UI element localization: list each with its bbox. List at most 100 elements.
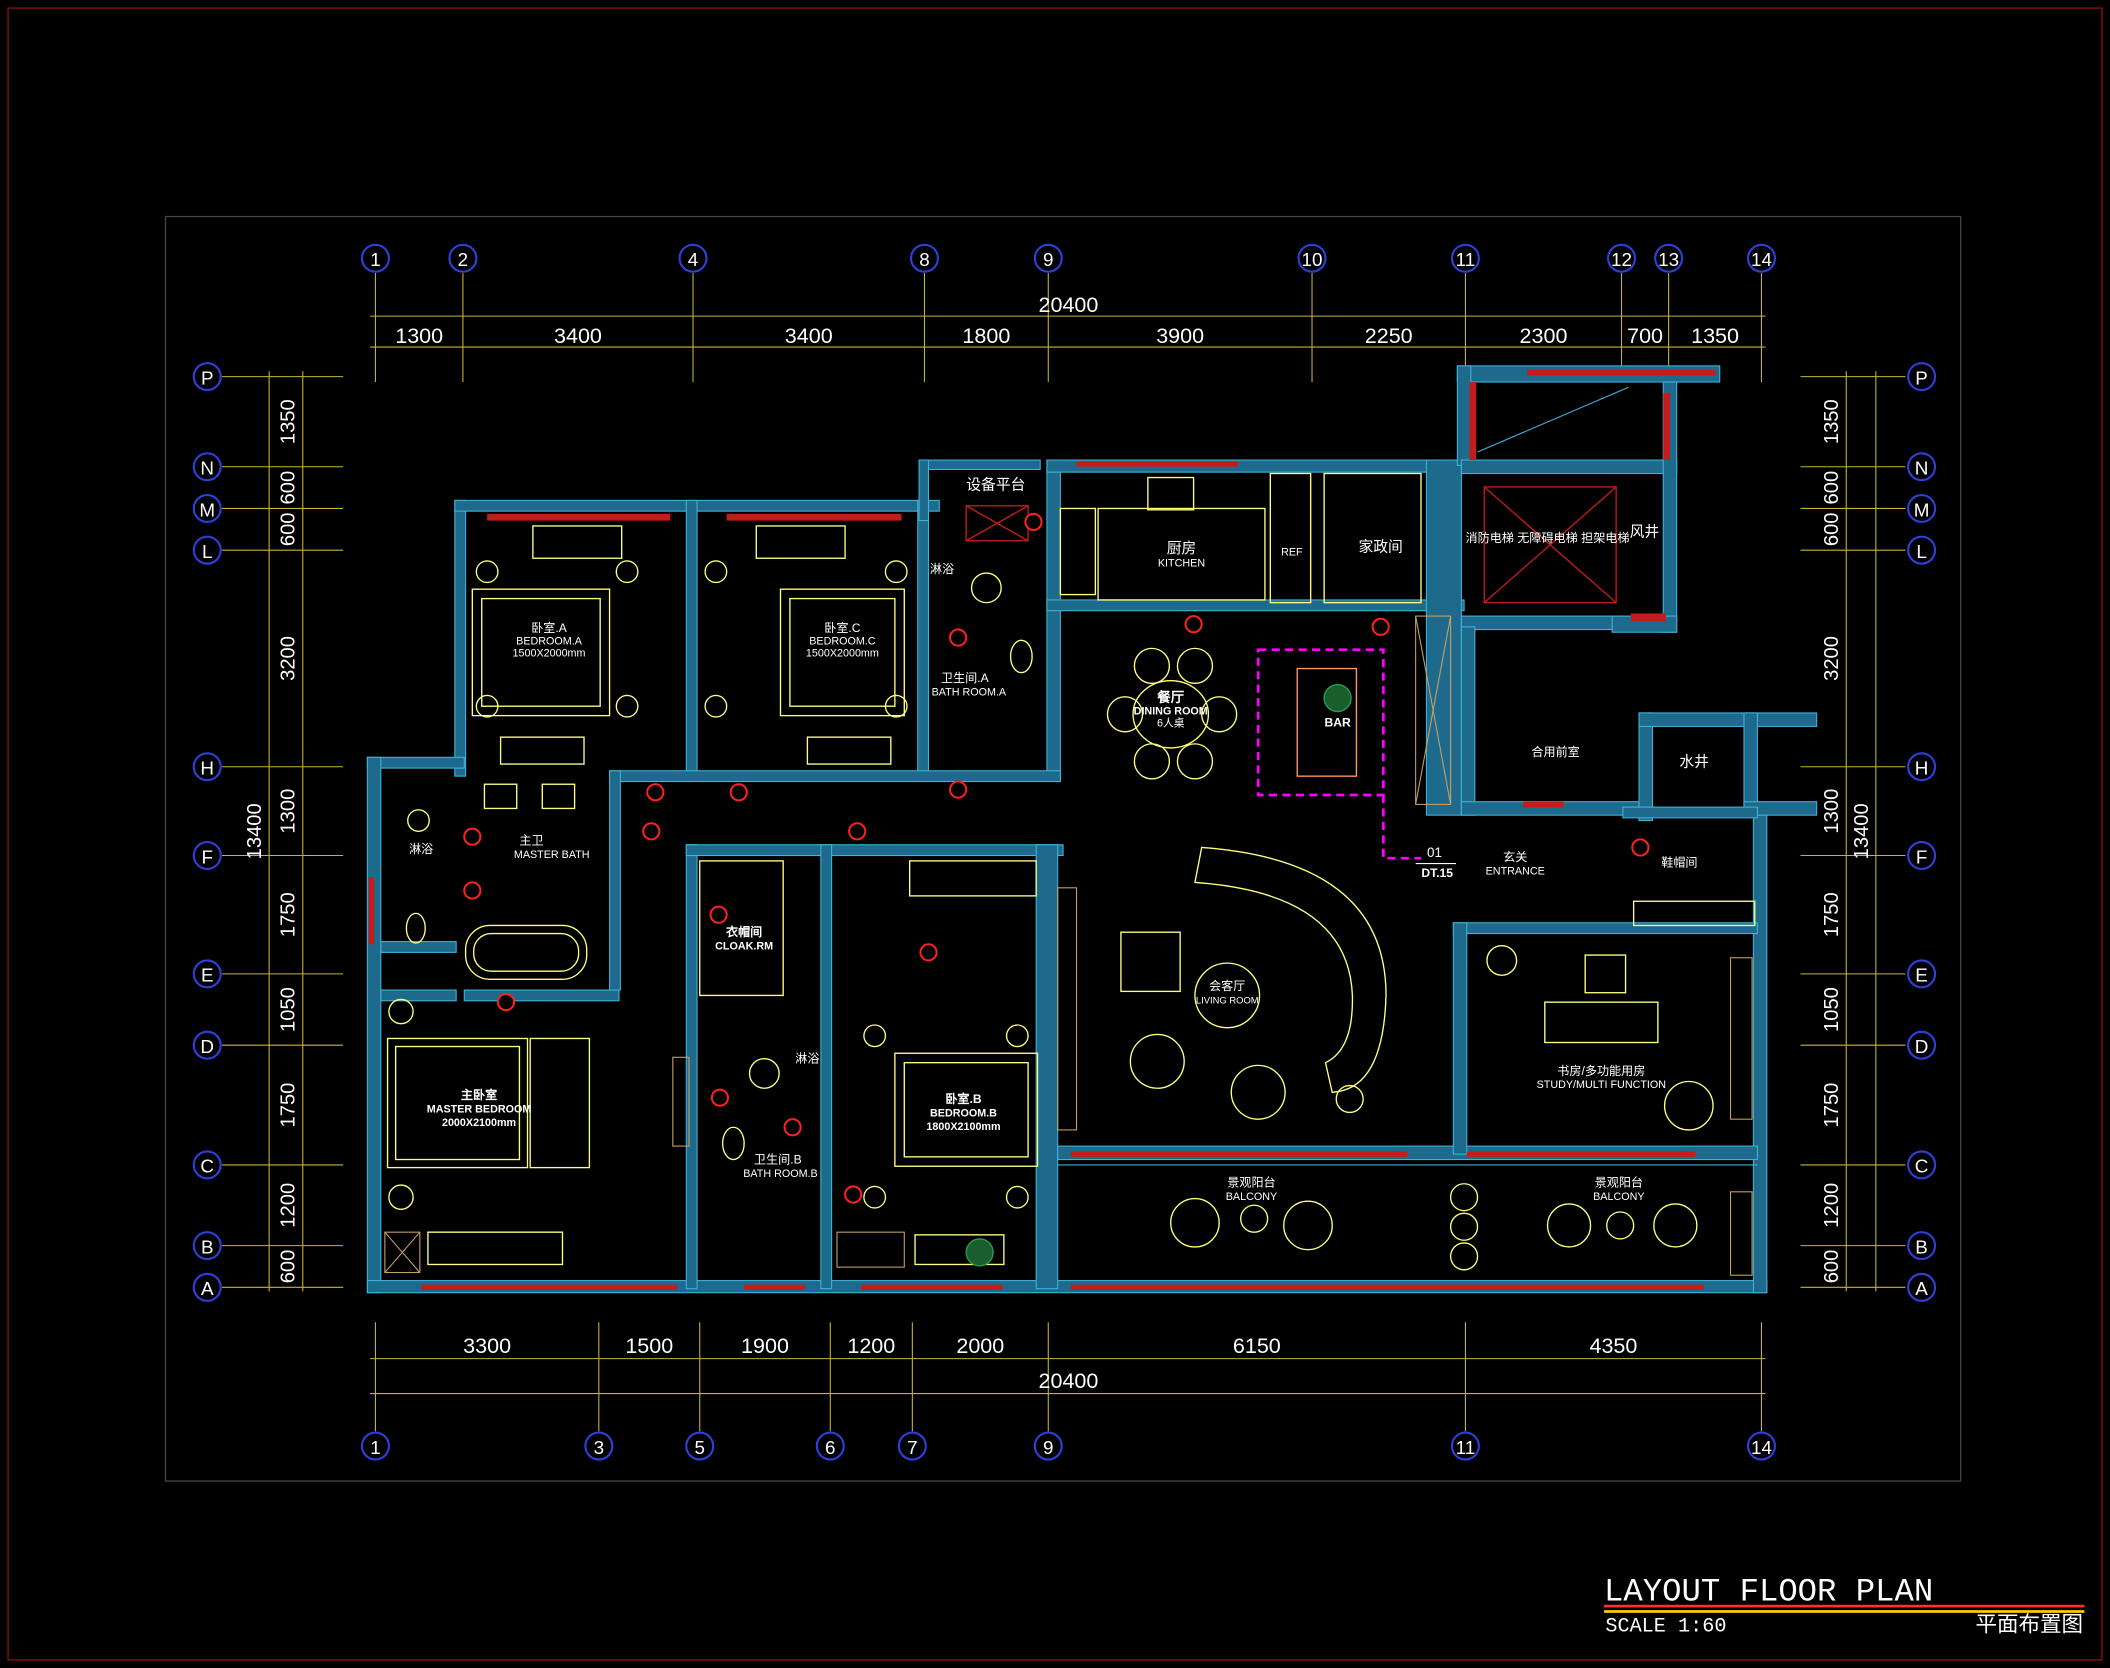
- row-axis-left-H-bubble: [192, 752, 222, 782]
- room-bathB-en: BATH ROOM.B: [743, 1168, 817, 1180]
- row-axis-right-C-label: C: [1915, 1156, 1929, 1177]
- bottom-axis-7-label: 7: [907, 1437, 917, 1458]
- room-lobby-cn: 合用前室: [1531, 744, 1579, 759]
- bottom-axis-9-label: 9: [1043, 1437, 1053, 1458]
- bottom-dim-0: 3300: [463, 1334, 511, 1358]
- section-tag-1: [1371, 617, 1390, 636]
- bottom-axis-11-bubble: [1450, 1431, 1480, 1461]
- room-bedC-cn: 卧室.C: [824, 620, 861, 635]
- right-dim-6: 1050: [1821, 987, 1843, 1032]
- room-masterbed-size: 2000X2100mm: [442, 1117, 516, 1129]
- room-equipment-cn: 设备平台: [966, 477, 1025, 494]
- left-dim-7: 1750: [278, 1083, 300, 1128]
- row-axis-right-M-label: M: [1914, 499, 1930, 520]
- row-axis-left-M-bubble: [192, 493, 222, 523]
- row-axis-left-E-label: E: [201, 965, 214, 986]
- room-entrance-en: ENTRANCE: [1486, 865, 1545, 877]
- row-axis-right-D-bubble: [1907, 1030, 1937, 1060]
- row-axis-right-E-label: E: [1915, 965, 1928, 986]
- room-entrance-cn: 玄关: [1503, 849, 1527, 864]
- section-tag-9: [463, 881, 482, 900]
- room-balcony2-cn: 景观阳台: [1595, 1174, 1643, 1189]
- bottom-axis-6-bubble: [815, 1431, 845, 1461]
- bar-counter: [965, 667, 1358, 1267]
- bottom-axis-1-bubble: [360, 1431, 390, 1461]
- row-axis-left-P-label: P: [201, 367, 214, 388]
- row-axis-right-F-bubble: [1907, 840, 1937, 871]
- left-dim-4: 1300: [278, 789, 300, 834]
- top-axis-4-label: 4: [688, 249, 698, 270]
- left-overall-dim: 13400: [244, 803, 266, 859]
- row-axis-right-B-bubble: [1907, 1231, 1937, 1261]
- storage-units: [384, 615, 1753, 1276]
- room-dining-en: DINING ROOM: [1134, 705, 1208, 717]
- room-bedB-size: 1800X2100mm: [926, 1121, 1000, 1133]
- section-tag-15: [1631, 838, 1650, 857]
- right-dim-5: 1750: [1821, 892, 1843, 937]
- top-axis-10-label: 10: [1302, 249, 1323, 270]
- left-dim-1: 600: [278, 471, 300, 505]
- room-living-en: LIVING ROOM: [1196, 994, 1259, 1005]
- section-tag-10: [709, 905, 728, 924]
- drawing-scale: SCALE 1:60: [1605, 1616, 1726, 1639]
- room-bedB-en: BEDROOM.B: [930, 1107, 997, 1119]
- bottom-dim-2: 1900: [741, 1334, 789, 1358]
- row-axis-right-A-bubble: [1907, 1272, 1937, 1302]
- row-axis-left-C-bubble: [192, 1150, 222, 1180]
- top-dim-7: 700: [1627, 324, 1663, 348]
- bar-highlight: [1256, 648, 1422, 860]
- top-dim-1: 3400: [554, 324, 602, 348]
- room-kitchen-cn: 厨房: [1167, 540, 1197, 557]
- detail-tag: 01 DT.15: [1415, 845, 1457, 880]
- room-study-cn: 书房/多功能用房: [1557, 1063, 1645, 1078]
- row-axis-left-A-bubble: [192, 1272, 222, 1302]
- room-bathB-cn: 卫生间.B: [754, 1153, 802, 1167]
- top-dim-3: 1800: [962, 324, 1010, 348]
- section-tag-12: [496, 993, 516, 1012]
- room-bar-en: BAR: [1324, 715, 1350, 729]
- bottom-axis-5-label: 5: [695, 1437, 705, 1458]
- bottom-dim-4: 2000: [956, 1334, 1004, 1358]
- top-overall-dim: 20400: [1039, 293, 1099, 317]
- room-masterbed-en: MASTER BEDROOM: [427, 1103, 532, 1115]
- row-axis-left-M-label: M: [199, 499, 215, 520]
- room-shaft-cn: 风井: [1630, 524, 1660, 541]
- section-tag-2: [949, 628, 968, 647]
- row-axis-left-F-bubble: [192, 840, 222, 871]
- right-dim-1: 600: [1821, 471, 1843, 505]
- right-dim-2: 600: [1821, 512, 1843, 546]
- drawing-subtitle-cn: 平面布置图: [1975, 1613, 2083, 1638]
- bottom-dim-6: 4350: [1590, 1334, 1638, 1358]
- row-axis-left-D-label: D: [200, 1036, 214, 1057]
- room-masterbath-cn: 主卫: [519, 834, 543, 848]
- section-tag-14: [783, 1118, 802, 1137]
- bottom-axis-14-bubble: [1746, 1431, 1777, 1461]
- top-axis-1-label: 1: [370, 249, 380, 270]
- bottom-axis-1-label: 1: [370, 1437, 380, 1458]
- left-dim-0: 1350: [278, 399, 300, 444]
- room-bedB-cn: 卧室.B: [945, 1091, 982, 1106]
- top-axis-2-label: 2: [458, 249, 468, 270]
- room-bedA-size: 1500X2000mm: [513, 647, 586, 659]
- room-water-cn: 水井: [1679, 754, 1709, 771]
- top-dim-0: 1300: [395, 324, 443, 348]
- right-dim-4: 1300: [1821, 789, 1843, 834]
- right-overall-dim: 13400: [1851, 803, 1873, 859]
- row-axis-left-N-label: N: [200, 458, 214, 479]
- outer-frame: [7, 7, 2103, 1661]
- row-axis-right-A-label: A: [1915, 1278, 1928, 1299]
- detail-tag-number: 01: [1427, 845, 1442, 860]
- bottom-axis-11-label: 11: [1456, 1437, 1476, 1458]
- room-bedC-size: 1500X2000mm: [806, 647, 879, 659]
- walls: [366, 365, 1818, 1294]
- room-dining-cn: 餐厅: [1156, 689, 1184, 705]
- right-dim-9: 600: [1821, 1250, 1843, 1284]
- row-axis-left-B-bubble: [192, 1231, 222, 1261]
- section-tag-11: [919, 943, 938, 962]
- top-axis-12-label: 12: [1611, 249, 1632, 270]
- top-axis-4-bubble: [678, 243, 708, 273]
- title-block: LAYOUT FLOOR PLAN SCALE 1:60 平面布置图: [1604, 1574, 2085, 1639]
- room-bathA-en: BATH ROOM.A: [932, 686, 1007, 698]
- top-axis-14-bubble: [1746, 243, 1777, 273]
